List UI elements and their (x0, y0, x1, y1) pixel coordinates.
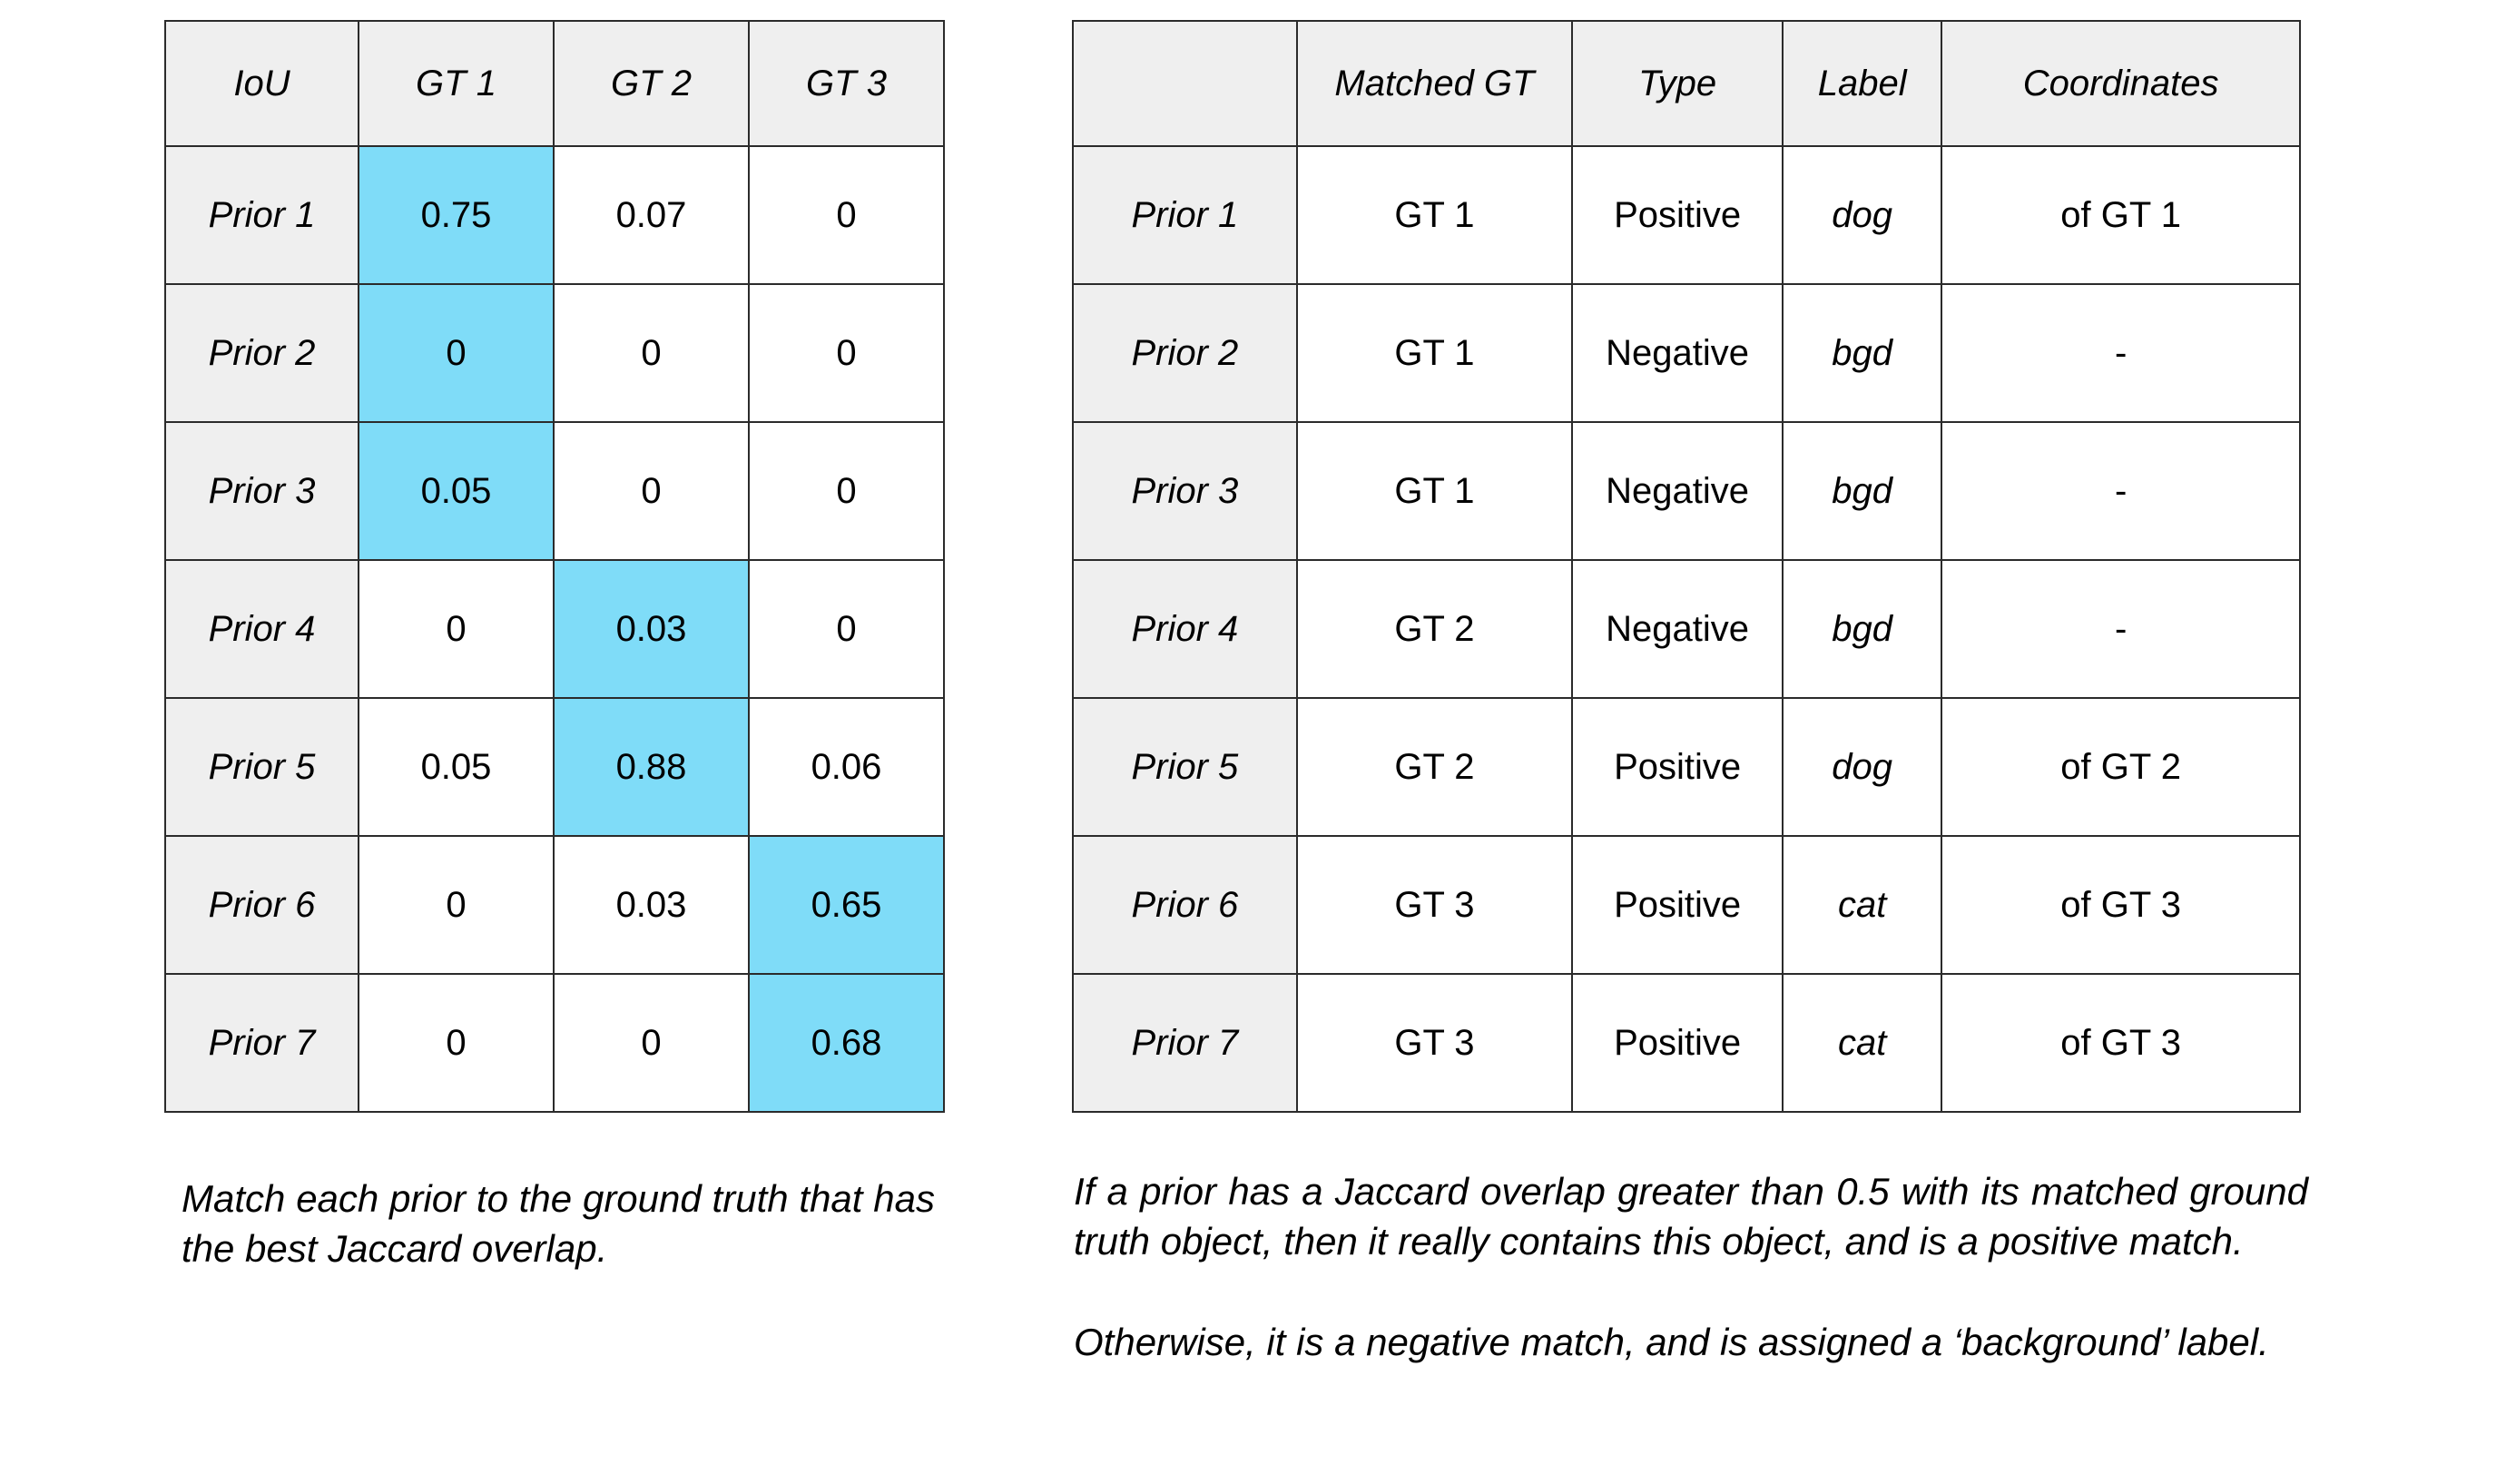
match-cell-coordinates: - (1941, 283, 2301, 423)
iou-header-gt1: GT 1 (358, 20, 555, 147)
iou-cell: 0 (358, 973, 555, 1113)
match-cell-matched-gt: GT 1 (1295, 145, 1574, 285)
match-cell-label: bgd (1782, 421, 1943, 561)
left-caption-text: Match each prior to the ground truth tha… (182, 1177, 935, 1271)
match-cell-matched-gt: GT 3 (1295, 973, 1574, 1113)
iou-cell: 0.06 (748, 697, 945, 837)
match-cell-type: Negative (1571, 421, 1784, 561)
iou-cell: 0 (358, 283, 555, 423)
match-cell-coordinates: of GT 2 (1941, 697, 2301, 837)
iou-cell: 0.03 (553, 835, 750, 975)
match-cell-matched-gt: GT 2 (1295, 559, 1574, 699)
iou-cell: 0 (553, 973, 750, 1113)
match-table-header-row: Matched GT Type Label Coordinates (1072, 20, 2301, 147)
iou-cell: 0.75 (358, 145, 555, 285)
match-cell-coordinates: - (1941, 421, 2301, 561)
iou-header-iou: IoU (164, 20, 359, 147)
match-row-label: Prior 2 (1072, 283, 1298, 423)
match-cell-coordinates: of GT 1 (1941, 145, 2301, 285)
iou-row-label: Prior 5 (164, 697, 359, 837)
match-header-matched-gt: Matched GT (1295, 20, 1574, 147)
right-caption-paragraph-2: Otherwise, it is a negative match, and i… (1074, 1321, 2269, 1364)
match-cell-type: Positive (1571, 697, 1784, 837)
iou-cell: 0 (553, 421, 750, 561)
iou-header-gt2: GT 2 (553, 20, 750, 147)
iou-row-label: Prior 2 (164, 283, 359, 423)
right-caption-paragraph-1: If a prior has a Jaccard overlap greater… (1074, 1170, 2308, 1263)
iou-cell: 0 (553, 283, 750, 423)
match-cell-coordinates: - (1941, 559, 2301, 699)
iou-cell: 0 (748, 283, 945, 423)
match-cell-coordinates: of GT 3 (1941, 973, 2301, 1113)
match-cell-type: Positive (1571, 973, 1784, 1113)
match-cell-type: Negative (1571, 283, 1784, 423)
match-row-label: Prior 1 (1072, 145, 1298, 285)
match-cell-label: bgd (1782, 559, 1943, 699)
match-row-label: Prior 6 (1072, 835, 1298, 975)
iou-row-label: Prior 7 (164, 973, 359, 1113)
match-header-type: Type (1571, 20, 1784, 147)
match-cell-matched-gt: GT 1 (1295, 283, 1574, 423)
left-caption: Match each prior to the ground truth tha… (182, 1174, 935, 1274)
iou-cell: 0.05 (358, 421, 555, 561)
iou-cell: 0 (748, 421, 945, 561)
match-row-label: Prior 7 (1072, 973, 1298, 1113)
iou-row-label: Prior 6 (164, 835, 359, 975)
iou-row-label: Prior 4 (164, 559, 359, 699)
match-cell-type: Positive (1571, 835, 1784, 975)
match-header-label: Label (1782, 20, 1943, 147)
iou-cell: 0 (358, 835, 555, 975)
match-cell-coordinates: of GT 3 (1941, 835, 2301, 975)
iou-cell: 0.65 (748, 835, 945, 975)
iou-row-label: Prior 3 (164, 421, 359, 561)
right-caption: If a prior has a Jaccard overlap greater… (1074, 1166, 2308, 1368)
match-row-label: Prior 4 (1072, 559, 1298, 699)
match-header-coordinates: Coordinates (1941, 20, 2301, 147)
match-assignment-table: Matched GT Type Label Coordinates Prior … (1072, 20, 2301, 1113)
match-cell-label: cat (1782, 973, 1943, 1113)
iou-cell: 0 (748, 559, 945, 699)
iou-cell: 0.68 (748, 973, 945, 1113)
match-cell-label: dog (1782, 145, 1943, 285)
match-row-label: Prior 3 (1072, 421, 1298, 561)
iou-cell: 0.88 (553, 697, 750, 837)
match-cell-matched-gt: GT 2 (1295, 697, 1574, 837)
iou-cell: 0 (748, 145, 945, 285)
match-cell-type: Positive (1571, 145, 1784, 285)
match-header-corner (1072, 20, 1298, 147)
iou-cell: 0.03 (553, 559, 750, 699)
iou-cell: 0.07 (553, 145, 750, 285)
match-cell-label: bgd (1782, 283, 1943, 423)
iou-header-gt3: GT 3 (748, 20, 945, 147)
iou-table-header-row: IoU GT 1 GT 2 GT 3 (164, 20, 945, 147)
iou-cell: 0 (358, 559, 555, 699)
match-row-label: Prior 5 (1072, 697, 1298, 837)
match-cell-matched-gt: GT 1 (1295, 421, 1574, 561)
match-cell-type: Negative (1571, 559, 1784, 699)
iou-row-label: Prior 1 (164, 145, 359, 285)
match-cell-label: dog (1782, 697, 1943, 837)
match-cell-matched-gt: GT 3 (1295, 835, 1574, 975)
match-cell-label: cat (1782, 835, 1943, 975)
iou-cell: 0.05 (358, 697, 555, 837)
